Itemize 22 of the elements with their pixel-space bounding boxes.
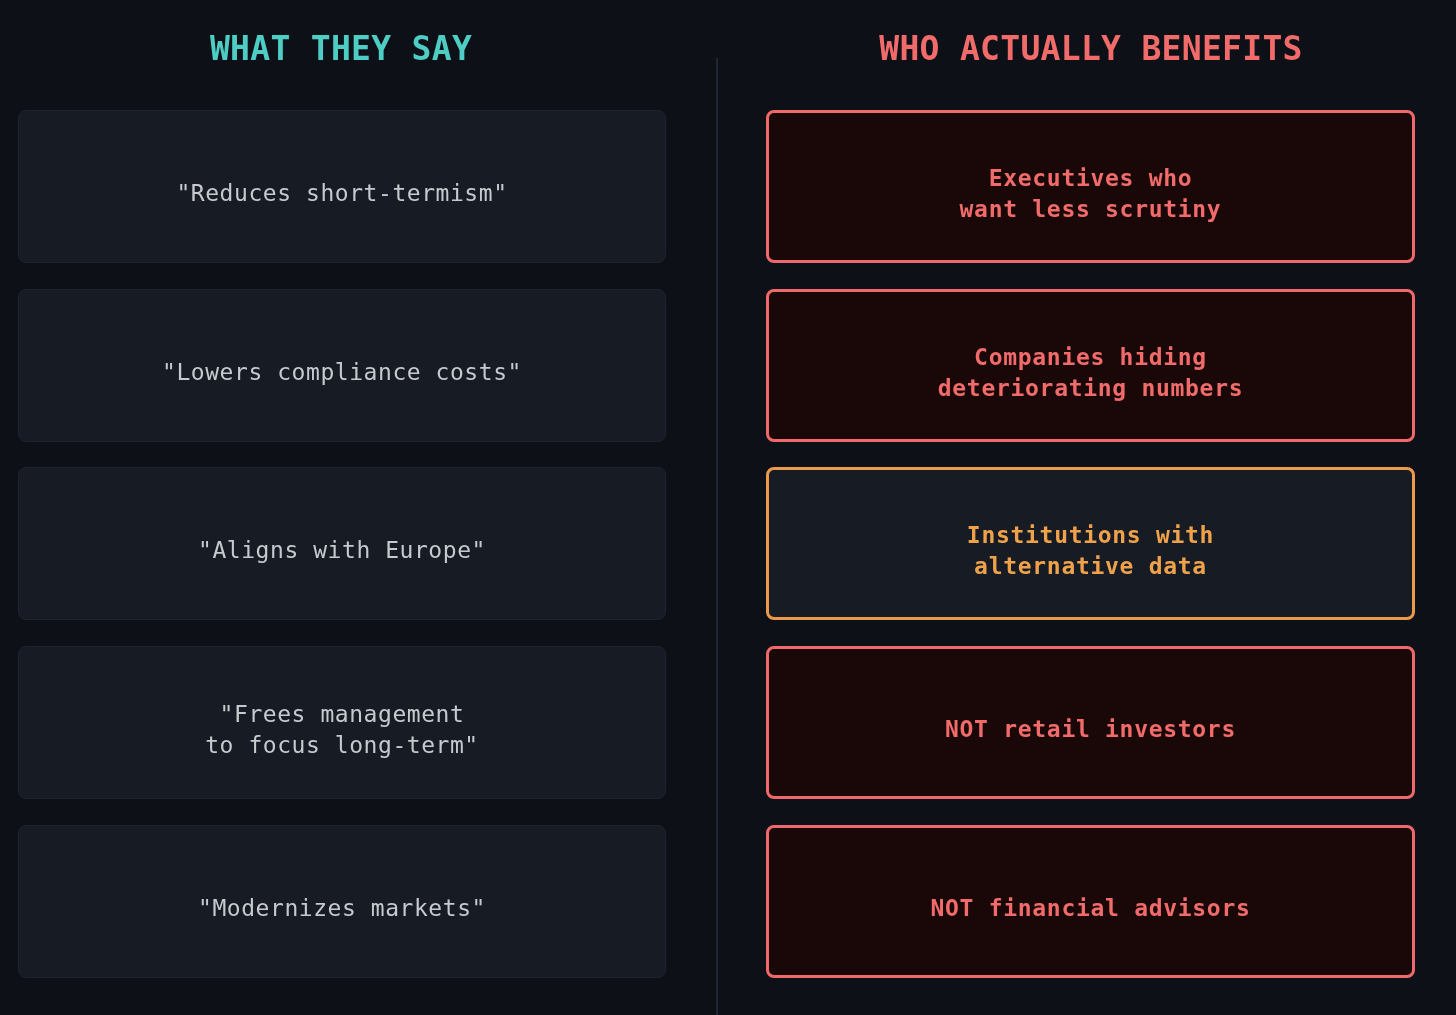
- beneficiary-card: [766, 467, 1415, 620]
- claim-text: "Modernizes markets": [198, 894, 486, 923]
- column-heading: WHAT THEY SAY: [209, 30, 473, 68]
- claim-text: "Frees management to focus long-term": [204, 699, 480, 760]
- claim-card: [18, 289, 666, 442]
- claim-card: [18, 467, 666, 620]
- beneficiary-card: [766, 110, 1415, 263]
- beneficiary-card: [766, 289, 1415, 442]
- claim-text: "Reduces short-termism": [176, 179, 508, 208]
- beneficiary-text: Executives who want less scrutiny: [958, 163, 1223, 224]
- column-heading: WHO ACTUALLY BENEFITS: [879, 30, 1303, 68]
- beneficiary-card: [766, 646, 1415, 799]
- beneficiary-text: NOT retail investors: [945, 715, 1236, 744]
- claim-text: "Lowers compliance costs": [162, 358, 522, 387]
- beneficiary-text: Companies hiding deteriorating numbers: [936, 342, 1245, 403]
- claim-text: "Aligns with Europe": [198, 536, 486, 565]
- claim-card: [18, 825, 666, 978]
- claim-card: [18, 646, 666, 799]
- claim-card: [18, 110, 666, 263]
- beneficiary-card: [766, 825, 1415, 978]
- beneficiary-text: Institutions with alternative data: [965, 520, 1216, 581]
- beneficiary-text: NOT financial advisors: [930, 894, 1251, 923]
